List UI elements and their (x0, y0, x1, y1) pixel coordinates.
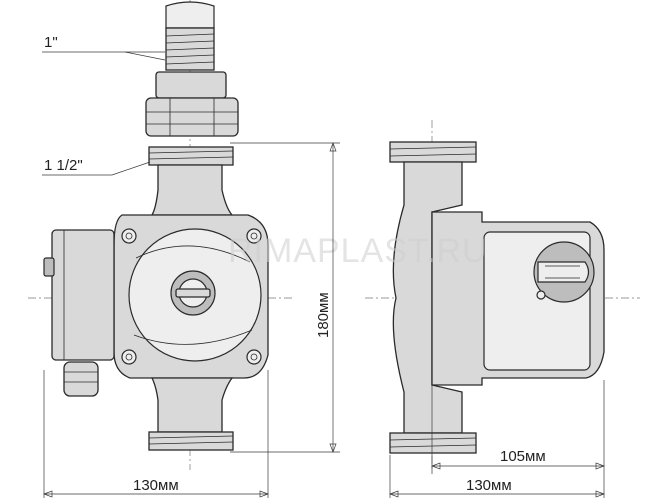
housing-bolts (121, 228, 262, 365)
side-top-thread (389, 141, 477, 163)
side-depth-dimension-label: 105мм (500, 448, 546, 465)
center-plug (170, 270, 216, 316)
thread-main-label: 1 1/2" (44, 157, 83, 174)
dimension-lines (42, 51, 605, 498)
upper-neck (150, 164, 234, 216)
cable-gland (63, 361, 99, 397)
front-bottom-main-thread (148, 431, 234, 451)
top-thread (165, 27, 215, 71)
lower-neck (150, 377, 234, 433)
side-pipe-body (392, 161, 463, 434)
front-view (43, 1, 269, 451)
speed-selector-knob (533, 241, 595, 303)
height-dimension-label: 180мм (315, 292, 332, 338)
watermark: RIMAPLAST.RU (228, 232, 488, 270)
side-width-dimension-label: 130мм (466, 477, 512, 494)
top-cap (165, 1, 215, 29)
front-top-main-thread (148, 146, 234, 166)
terminal-box (43, 229, 115, 361)
union-nut (145, 71, 239, 137)
front-width-dimension-label: 130мм (133, 477, 179, 494)
side-view (389, 141, 605, 454)
thread-top-label: 1" (44, 34, 58, 51)
side-bottom-thread (389, 432, 477, 454)
